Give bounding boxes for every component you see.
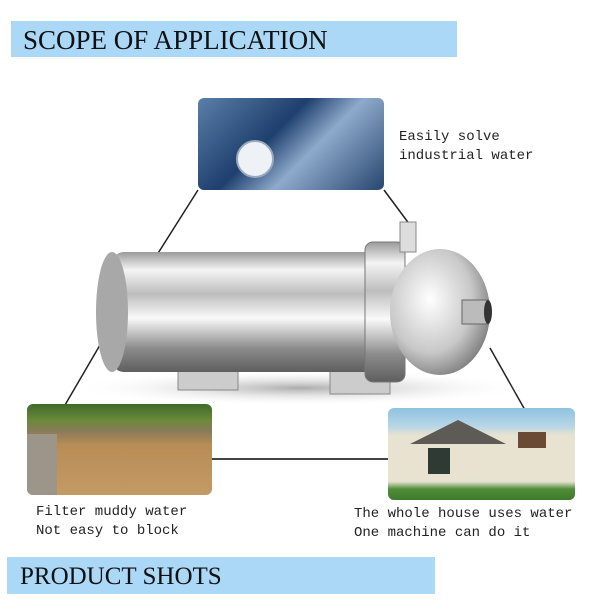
connector-line (64, 344, 101, 406)
scope-title: SCOPE OF APPLICATION (23, 25, 328, 55)
whole-house-caption: The whole house uses water One machine c… (354, 505, 572, 543)
industrial-photo (198, 98, 384, 190)
caption-line: One machine can do it (354, 525, 531, 541)
connector-line (383, 189, 411, 226)
industrial-caption: Easily solve industrial water (399, 128, 533, 166)
caption-line: Easily solve (399, 129, 500, 145)
pressure-gauge-icon (236, 140, 274, 178)
product-shots-banner: PRODUCT SHOTS (7, 557, 435, 594)
house-photo (388, 408, 575, 500)
muddy-water-caption: Filter muddy water Not easy to block (36, 503, 187, 541)
connector-line (489, 347, 526, 411)
filter-product-image (70, 221, 530, 406)
connector-line (154, 189, 199, 259)
caption-line: Filter muddy water (36, 504, 188, 520)
caption-line: industrial water (399, 148, 534, 164)
caption-line: Not easy to block (36, 523, 179, 539)
caption-line: The whole house uses water (354, 506, 573, 522)
product-shots-title: PRODUCT SHOTS (20, 563, 222, 590)
muddy-river-photo (27, 404, 212, 495)
scope-banner: SCOPE OF APPLICATION (11, 21, 457, 57)
